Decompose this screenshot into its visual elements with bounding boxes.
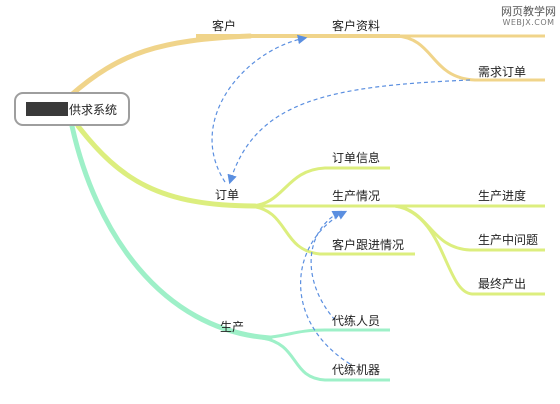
node-training-staff[interactable]: 代练人员 bbox=[332, 314, 381, 328]
node-customer-follow-up[interactable]: 客户跟进情况 bbox=[332, 238, 405, 252]
node-production-progress[interactable]: 生产进度 bbox=[478, 189, 527, 203]
watermark: 网页教学网 WEBJX.COM bbox=[501, 6, 556, 28]
node-final-output[interactable]: 最终产出 bbox=[478, 277, 527, 291]
edge-production-to-machines bbox=[261, 336, 390, 382]
dashed-link-demand-order-to-order bbox=[227, 79, 471, 185]
edge-order-to-info bbox=[249, 166, 390, 208]
node-demand-order[interactable]: 需求订单 bbox=[478, 65, 527, 79]
node-production-issues[interactable]: 生产中问题 bbox=[478, 233, 539, 247]
node-production[interactable]: 生产 bbox=[220, 320, 245, 334]
branch-root-to-production bbox=[69, 123, 273, 341]
edge-status-to-final-output bbox=[394, 204, 545, 296]
node-customer[interactable]: 客户 bbox=[212, 19, 237, 33]
branch-root-to-customer bbox=[67, 33, 253, 99]
watermark-url: WEBJX.COM bbox=[502, 18, 555, 27]
edge-production-to-staff bbox=[261, 328, 390, 340]
dashed-link-machines-to-status bbox=[300, 210, 351, 365]
dashed-link-order-to-profile bbox=[211, 34, 308, 183]
node-order[interactable]: 订单 bbox=[215, 188, 240, 202]
edge-order-to-follow-up bbox=[249, 204, 415, 256]
root-label: 供求系统 bbox=[69, 102, 118, 117]
root-node[interactable]: 供求系统 bbox=[14, 92, 130, 126]
edge-customer-to-demand-order bbox=[395, 34, 545, 82]
node-customer-profile[interactable]: 客户资料 bbox=[332, 19, 381, 33]
node-order-info[interactable]: 订单信息 bbox=[332, 151, 381, 165]
node-production-status[interactable]: 生产情况 bbox=[332, 189, 381, 203]
node-training-machines[interactable]: 代练机器 bbox=[332, 363, 381, 377]
branch-root-to-order bbox=[75, 123, 258, 209]
redacted-block bbox=[26, 102, 68, 116]
watermark-title: 网页教学网 bbox=[501, 5, 556, 18]
dashed-link-staff-to-status bbox=[310, 210, 343, 321]
